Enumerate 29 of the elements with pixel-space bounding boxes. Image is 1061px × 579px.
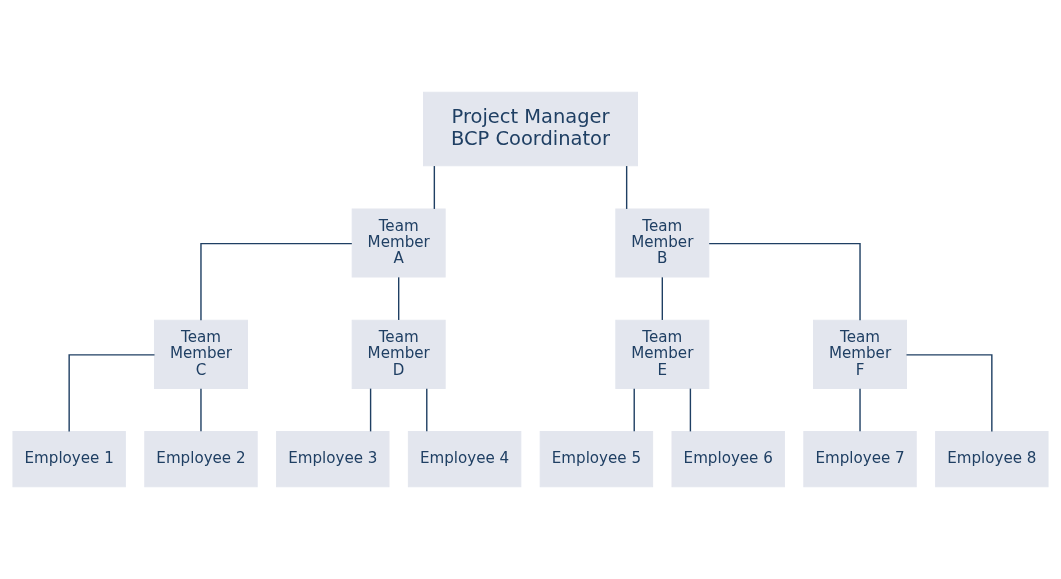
node-box: Team Member D <box>351 319 446 389</box>
node-box: Team Member F <box>813 319 908 389</box>
node-box: Team Member B <box>615 208 710 278</box>
node-box: Employee 2 <box>144 431 258 488</box>
connector <box>426 387 428 433</box>
node-box: Employee 7 <box>803 431 917 488</box>
connector <box>633 387 635 433</box>
node-box: Employee 8 <box>935 431 1049 488</box>
connector <box>708 242 861 321</box>
node-box: Employee 6 <box>671 431 785 488</box>
connector <box>200 387 202 433</box>
connector <box>661 276 663 321</box>
connector <box>905 354 993 433</box>
node-box: Team Member A <box>351 208 446 278</box>
node-box: Employee 3 <box>276 431 390 488</box>
connector <box>200 242 353 321</box>
node-box: Team Member E <box>615 319 710 389</box>
connector <box>433 165 436 210</box>
connector <box>625 165 628 210</box>
connector <box>68 354 156 433</box>
connector <box>398 276 400 321</box>
node-box: Employee 5 <box>539 431 654 488</box>
node-box: Employee 1 <box>12 431 126 488</box>
connector <box>859 387 861 433</box>
connector <box>689 387 692 433</box>
node-box: Project Manager BCP Coordinator <box>423 91 638 167</box>
connector <box>369 387 372 433</box>
node-box: Employee 4 <box>407 431 522 488</box>
node-box: Team Member C <box>153 319 248 389</box>
